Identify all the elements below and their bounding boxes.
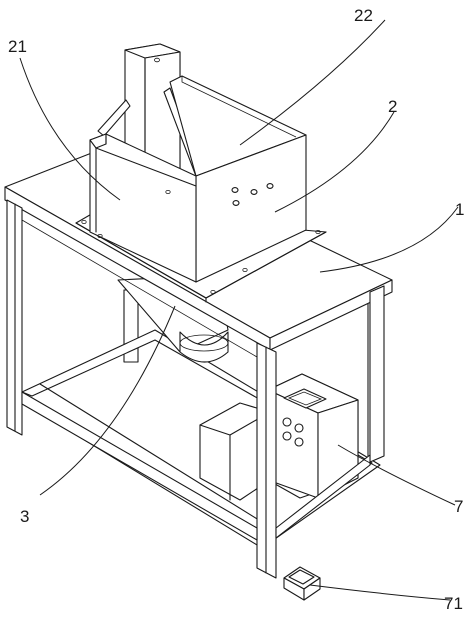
label-21: 21 [8, 37, 27, 56]
label-7: 7 [454, 497, 463, 516]
label-2: 2 [388, 97, 397, 116]
housing-2 [169, 75, 307, 283]
foot-pedal [283, 566, 321, 601]
label-1: 1 [455, 200, 464, 219]
control-box [199, 373, 359, 501]
callout-labels: 21 22 2 1 3 7 71 [8, 6, 464, 613]
leader-lines [19, 19, 459, 601]
label-22: 22 [354, 6, 373, 25]
box-21 [89, 133, 197, 283]
label-71: 71 [444, 594, 463, 613]
label-3: 3 [20, 507, 29, 526]
